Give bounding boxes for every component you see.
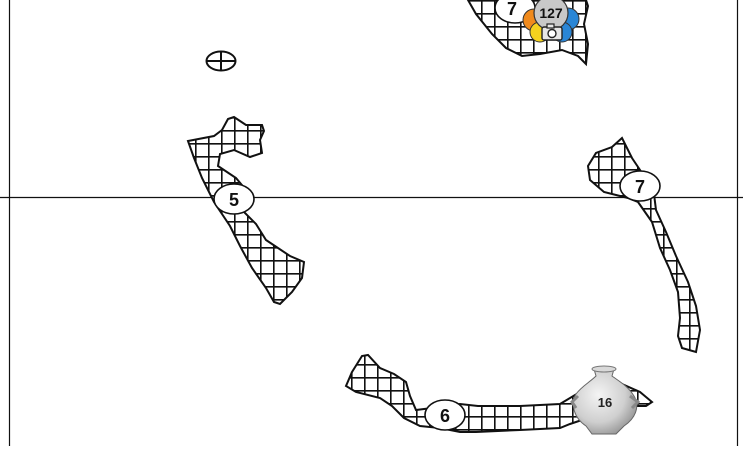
photo-cluster-icon[interactable]: 127 [522,0,580,43]
group-label-left[interactable]: 5 [213,183,255,215]
group-label-top-text: 7 [507,0,517,19]
vase-icon[interactable]: 16 [570,365,641,435]
circle-cross-marker-icon[interactable] [205,50,237,72]
camera-icon [541,23,563,41]
group-label-bottom-text: 6 [440,406,450,426]
hatched-area-right[interactable] [586,136,702,354]
group-label-right-text: 7 [635,177,645,197]
group-label-left-text: 5 [229,190,239,210]
vase-count: 16 [598,395,612,410]
cluster-count: 127 [539,5,563,21]
group-label-right[interactable]: 7 [619,170,661,202]
group-label-bottom[interactable]: 6 [424,399,466,431]
